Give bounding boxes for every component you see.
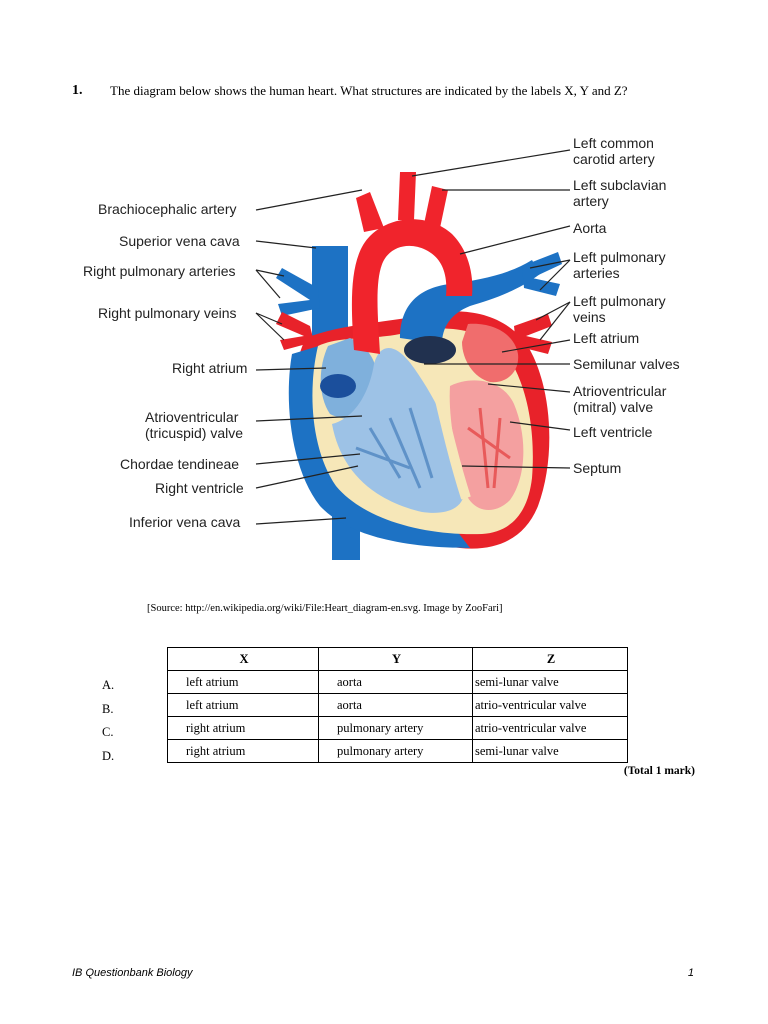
label-left-pulmonary-arteries-2: arteries	[573, 265, 620, 281]
table-header-row: X Y Z	[167, 647, 628, 671]
label-atrioventricular-mitral-1: Atrioventricular	[573, 383, 667, 399]
label-right-ventricle: Right ventricle	[155, 480, 244, 496]
label-left-subclavian-1: Left subclavian	[573, 177, 666, 193]
label-right-atrium: Right atrium	[172, 360, 247, 376]
image-source-citation: [Source: http://en.wikipedia.org/wiki/Fi…	[147, 603, 503, 614]
option-letter-b: B.	[102, 701, 114, 716]
septum	[425, 356, 471, 500]
footer-title: IB Questionbank Biology	[72, 967, 193, 979]
table-row: left atrium aorta atrio-ventricular valv…	[167, 693, 628, 717]
heart-diagram: Brachiocephalic artery Superior vena cav…	[83, 135, 680, 560]
left-ventricle-chamber	[449, 380, 524, 511]
header-y: Y	[318, 647, 473, 671]
table-row: left atrium aorta semi-lunar valve	[167, 670, 628, 694]
label-left-atrium: Left atrium	[573, 330, 639, 346]
cell-y: pulmonary artery	[318, 739, 473, 763]
cell-z: semi-lunar valve	[472, 670, 628, 694]
pulmonary-trunk	[400, 260, 540, 344]
left-common-carotid	[398, 172, 416, 220]
left-subclavian	[424, 186, 448, 228]
left-atrium-chamber	[462, 323, 519, 383]
label-atrioventricular-mitral-2: (mitral) valve	[573, 399, 653, 415]
semilunar-valve	[404, 336, 456, 364]
cell-z: semi-lunar valve	[472, 739, 628, 763]
label-chordae-tendineae: Chordae tendineae	[120, 456, 239, 472]
table-row: right atrium pulmonary artery atrio-vent…	[167, 716, 628, 740]
label-left-pulmonary-arteries-1: Left pulmonary	[573, 249, 666, 265]
label-left-pulmonary-veins-1: Left pulmonary	[573, 293, 666, 309]
aorta	[351, 219, 473, 354]
brachiocephalic-artery	[356, 192, 384, 232]
label-left-subclavian-2: artery	[573, 193, 609, 209]
answer-options-table: X Y Z left atrium aorta semi-lunar valve…	[167, 647, 628, 763]
label-septum: Septum	[573, 460, 621, 476]
cell-x: right atrium	[167, 739, 319, 763]
option-letter-c: C.	[102, 725, 114, 739]
cell-z: atrio-ventricular valve	[472, 693, 628, 717]
cell-x: left atrium	[167, 670, 319, 694]
left-pulmonary-veins	[514, 314, 552, 354]
question-number: 1.	[72, 83, 83, 98]
cell-z: atrio-ventricular valve	[472, 716, 628, 740]
right-pulmonary-veins	[276, 312, 314, 350]
right-pulmonary-artery	[276, 268, 320, 316]
cell-x: left atrium	[167, 693, 319, 717]
cell-y: pulmonary artery	[318, 716, 473, 740]
cell-x: right atrium	[167, 716, 319, 740]
cell-y: aorta	[318, 670, 473, 694]
label-left-common-carotid-1: Left common	[573, 135, 654, 151]
label-inferior-vena-cava: Inferior vena cava	[129, 514, 240, 530]
right-side-shell	[288, 342, 470, 548]
header-z: Z	[472, 647, 628, 671]
option-letters: A. B. C. D.	[102, 674, 114, 768]
table-row: right atrium pulmonary artery semi-lunar…	[167, 739, 628, 763]
label-left-pulmonary-veins-2: veins	[573, 309, 606, 325]
label-atrioventricular-tricuspid-1: Atrioventricular	[145, 409, 239, 425]
label-left-ventricle: Left ventricle	[573, 424, 653, 440]
cell-y: aorta	[318, 693, 473, 717]
label-atrioventricular-tricuspid-2: (tricuspid) valve	[145, 425, 243, 441]
label-semilunar-valves: Semilunar valves	[573, 356, 680, 372]
label-left-common-carotid-2: carotid artery	[573, 151, 655, 167]
label-brachiocephalic-artery: Brachiocephalic artery	[98, 201, 237, 217]
label-right-pulmonary-veins: Right pulmonary veins	[98, 305, 237, 321]
page-number: 1	[687, 967, 694, 979]
label-right-pulmonary-arteries: Right pulmonary arteries	[83, 263, 236, 279]
option-letter-a: A.	[102, 678, 115, 692]
label-aorta: Aorta	[573, 220, 607, 236]
header-x: X	[167, 647, 319, 671]
label-superior-vena-cava: Superior vena cava	[119, 233, 240, 249]
total-mark: (Total 1 mark)	[623, 765, 695, 777]
option-letter-d: D.	[102, 748, 115, 763]
question-text: The diagram below shows the human heart.…	[110, 83, 628, 98]
